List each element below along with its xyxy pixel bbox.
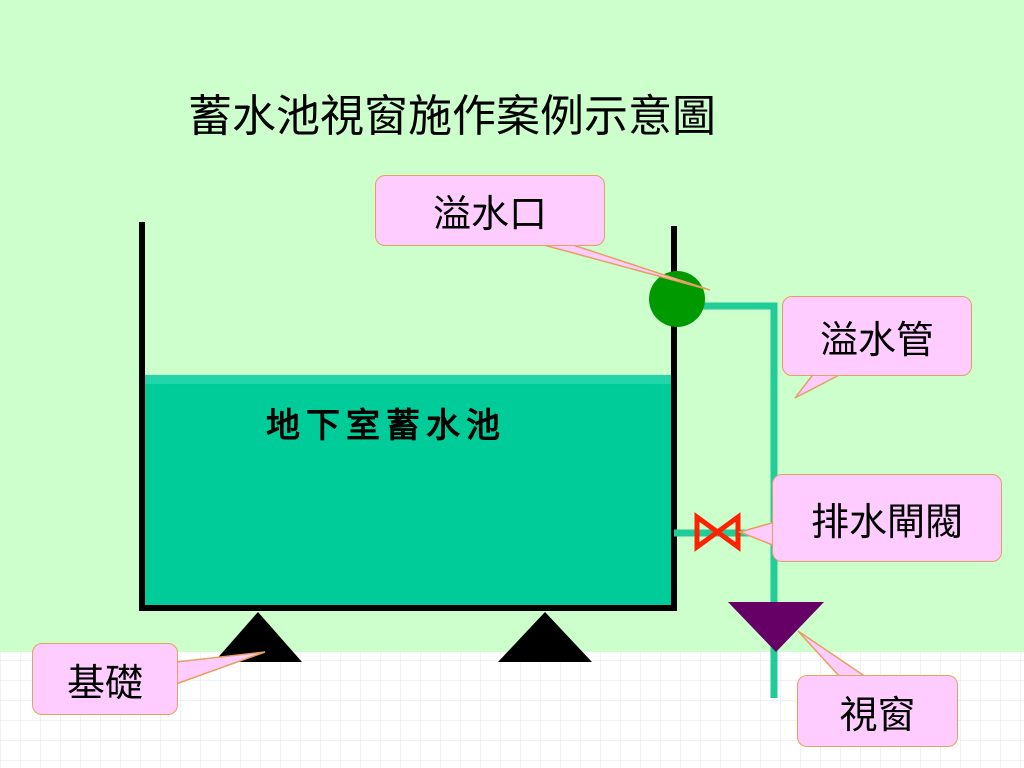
- callout-overflow-pipe: 溢水管: [782, 296, 972, 376]
- tank-wall: [139, 222, 677, 611]
- sight-window-icon: [728, 602, 824, 652]
- callout-foundation: 基礎: [32, 643, 178, 715]
- overflow-pipe: [690, 302, 778, 698]
- callout-drain-valve: 排水閘閥: [772, 474, 1002, 562]
- tank-water: [142, 380, 672, 608]
- water-surface: [142, 375, 672, 384]
- foundation-support-left: [214, 612, 302, 662]
- foundation-support-right: [498, 612, 592, 662]
- callout-tail-drain-valve: [737, 521, 776, 548]
- callout-sight-window: 視窗: [797, 675, 958, 747]
- valve-icon: [694, 512, 741, 552]
- callout-overflow-port: 溢水口: [375, 175, 605, 246]
- tank-label: 地下室蓄水池: [266, 406, 506, 446]
- diagram-title: 蓄水池視窗施作案例示意圖: [188, 91, 716, 142]
- callout-tail-overflow-port: [539, 243, 711, 291]
